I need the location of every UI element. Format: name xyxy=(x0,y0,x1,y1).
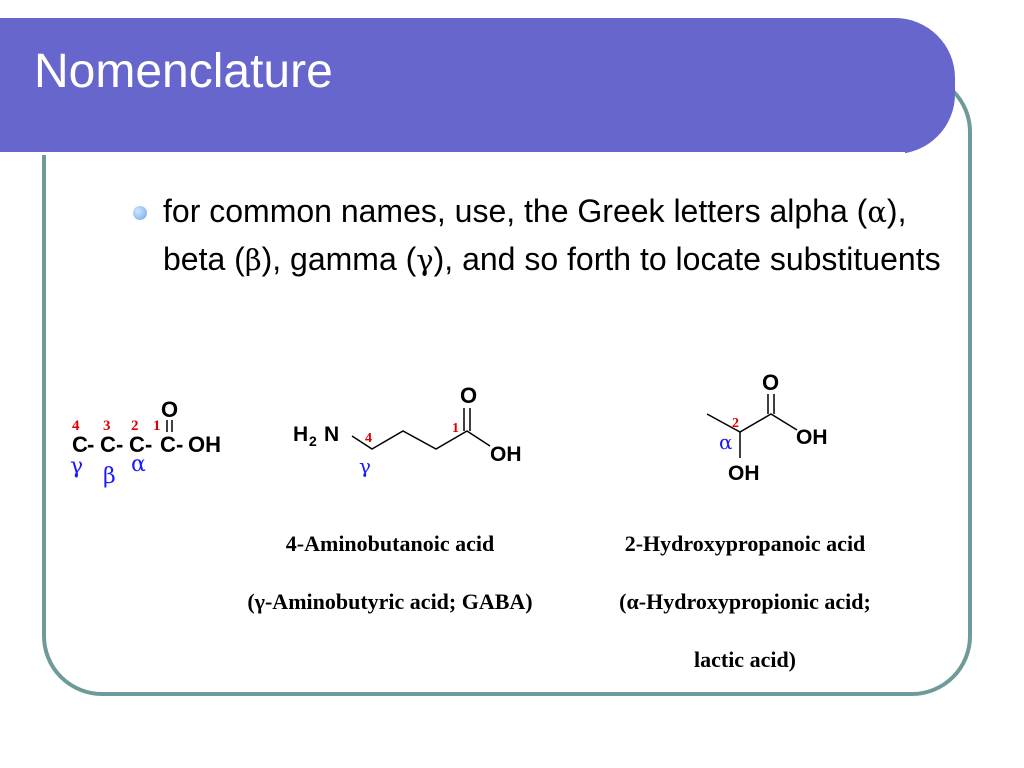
greek-alpha: α xyxy=(867,195,887,229)
carbon-number-4: 4 xyxy=(72,418,80,434)
gaba-carbon-number-4: 4 xyxy=(365,431,372,446)
greek-beta: β xyxy=(244,243,262,277)
diagram-lactic-acid: O OH OH 2 α xyxy=(706,370,828,485)
gaba-name-line2: (γ-Aminobutyric acid; GABA) xyxy=(247,589,533,614)
lactic-name-line2: (α-Hydroxypropionic acid; xyxy=(619,589,871,614)
greek-gamma: γ xyxy=(416,243,434,277)
carbon-c2: C xyxy=(129,432,145,457)
diagram-butanoic-chain: 4 3 2 1 O C - C - C - C - OH γ β α xyxy=(70,397,221,489)
amine-hydrogen: H xyxy=(293,423,308,446)
gaba-carbon-number-1: 1 xyxy=(452,421,459,436)
bullet-text-part1: for common names, use, the Greek letters… xyxy=(163,193,868,229)
amine-subscript: 2 xyxy=(309,433,317,449)
slide-frame xyxy=(42,72,972,696)
hydroxyl-group: OH xyxy=(188,432,221,457)
bullet-text-part2: ), beta ( xyxy=(163,193,907,277)
bond-hyphen: - xyxy=(116,432,123,457)
greek-alpha-label: α xyxy=(131,452,146,477)
gaba-greek-gamma: γ xyxy=(359,454,371,478)
title-bar xyxy=(0,18,955,155)
bullet-text-part4: ), and so forth to locate substituents xyxy=(433,241,941,277)
carbon-number-3: 3 xyxy=(103,418,111,434)
gaba-hydroxyl: OH xyxy=(490,443,522,466)
gaba-name-caption: 4-Aminobutanoic acid (γ-Aminobutyric aci… xyxy=(190,500,590,645)
diagram-gaba: H 2 N O OH 4 1 γ xyxy=(293,383,522,478)
bond-hyphen: - xyxy=(145,432,152,457)
bullet-text-part3: ), gamma ( xyxy=(261,241,417,277)
lactic-name-caption: 2-Hydroxypropanoic acid (α-Hydroxypropio… xyxy=(590,500,900,703)
slide-title: Nomenclature xyxy=(34,45,333,98)
lactic-carbonyl-oxygen: O xyxy=(762,370,779,395)
lactic-acid-hydroxyl: OH xyxy=(796,426,828,449)
lactic-name-line1: 2-Hydroxypropanoic acid xyxy=(624,531,866,556)
lactic-alpha-hydroxyl: OH xyxy=(728,462,760,485)
carbonyl-oxygen: O xyxy=(161,397,178,422)
gaba-name-line1: 4-Aminobutanoic acid xyxy=(285,531,495,556)
carbon-c4: C xyxy=(72,432,88,457)
carbon-number-2: 2 xyxy=(131,418,139,434)
gaba-carbonyl-oxygen: O xyxy=(460,383,477,408)
amine-nitrogen: N xyxy=(324,423,339,446)
title-underline xyxy=(0,152,905,155)
lactic-carbon-chain xyxy=(706,413,798,433)
bullet-text: for common names, use, the Greek letters… xyxy=(163,188,943,284)
greek-beta-label: β xyxy=(103,464,116,489)
bond-hyphen: - xyxy=(87,432,94,457)
carbon-c1: C xyxy=(160,432,176,457)
greek-gamma-label: γ xyxy=(70,454,83,479)
bond-hyphen: - xyxy=(176,432,183,457)
gaba-carbon-chain xyxy=(351,430,491,450)
bullet-icon xyxy=(133,206,147,220)
lactic-carbon-number-2: 2 xyxy=(732,416,739,431)
lactic-greek-alpha: α xyxy=(719,430,733,454)
carbon-c3: C xyxy=(100,432,116,457)
lactic-name-line3: lactic acid) xyxy=(693,647,797,672)
carbon-number-1: 1 xyxy=(153,418,161,434)
